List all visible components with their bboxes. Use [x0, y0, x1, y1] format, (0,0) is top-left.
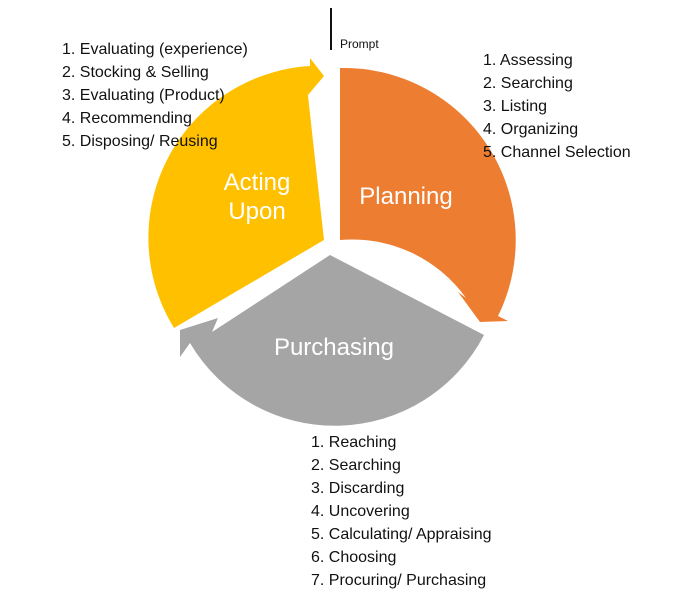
list-item: 4. Organizing: [483, 121, 579, 138]
acting-upon-segment: [148, 58, 324, 328]
list-item: 2. Searching: [311, 457, 401, 474]
list-item: 2. Searching: [483, 75, 573, 92]
list-item: 5. Channel Selection: [483, 144, 631, 161]
list-item: 1. Assessing: [483, 52, 573, 69]
list-item: 3. Listing: [483, 98, 548, 115]
prompt-label: Prompt: [340, 37, 379, 51]
planning-steps-list: 1. Assessing 2. Searching 3. Listing 4. …: [483, 49, 631, 164]
prompt-marker-line: [330, 8, 332, 50]
list-item: 4. Recommending: [62, 110, 192, 127]
acting-upon-label-line2: Upon: [228, 198, 285, 225]
list-item: 3. Evaluating (Product): [62, 87, 225, 104]
acting-upon-label-line1: Acting: [224, 169, 291, 196]
list-item: 1. Reaching: [311, 434, 397, 451]
purchasing-segment: [180, 255, 484, 426]
list-item: 3. Discarding: [311, 480, 405, 497]
purchasing-label: Purchasing: [274, 334, 394, 361]
list-item: 6. Choosing: [311, 549, 397, 566]
list-item: 5. Calculating/ Appraising: [311, 526, 492, 543]
list-item: 2. Stocking & Selling: [62, 64, 209, 81]
acting-upon-steps-list: 1. Evaluating (experience) 2. Stocking &…: [62, 38, 248, 153]
list-item: 7. Procuring/ Purchasing: [311, 572, 487, 589]
purchasing-steps-list: 1. Reaching 2. Searching 3. Discarding 4…: [311, 431, 492, 592]
list-item: 4. Uncovering: [311, 503, 410, 520]
list-item: 5. Disposing/ Reusing: [62, 133, 218, 150]
list-item: 1. Evaluating (experience): [62, 41, 248, 58]
planning-segment: [340, 67, 516, 322]
planning-label: Planning: [359, 183, 452, 210]
